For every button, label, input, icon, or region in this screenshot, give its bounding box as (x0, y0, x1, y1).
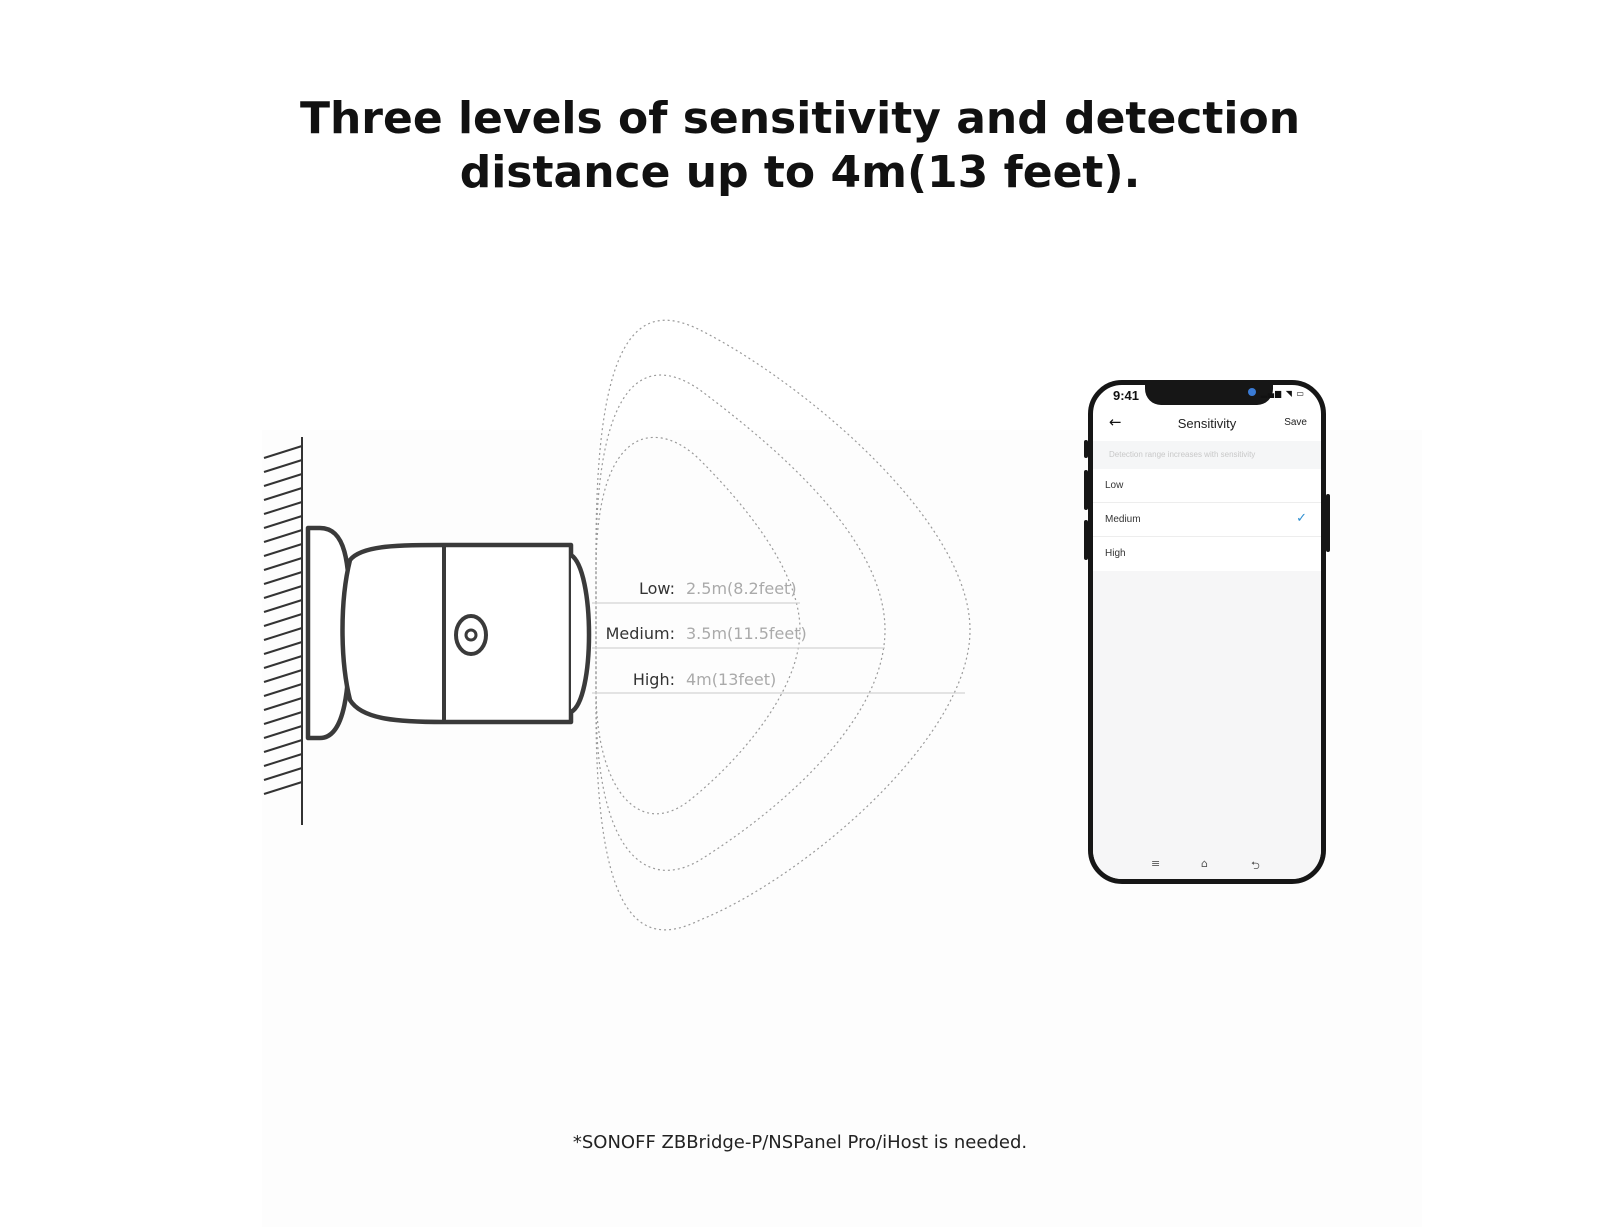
level-medium-name: Medium: (606, 624, 675, 643)
phone-notch (1145, 385, 1273, 405)
option-medium[interactable]: Medium ✓ (1093, 503, 1321, 537)
wave-medium (595, 374, 886, 871)
wall-hatch-line (263, 767, 303, 781)
wall-hatch-line (263, 571, 303, 585)
wall-hatch-line (263, 725, 303, 739)
return-icon[interactable]: ⮌ (1251, 859, 1260, 872)
option-label: Medium (1105, 514, 1141, 525)
sensor-lens-dome (569, 553, 592, 715)
screen-empty-area (1093, 571, 1321, 851)
phone-side-button-left-3 (1084, 520, 1088, 560)
wall-hatch-line (263, 473, 303, 487)
sensitivity-hint: Detection range increases with sensitivi… (1093, 441, 1321, 469)
wall-hatch-line (263, 655, 303, 669)
wall-hatch-line (263, 739, 303, 753)
wall-hatch-line (263, 459, 303, 473)
wall-hatch-line (263, 711, 303, 725)
sensitivity-options: Low Medium ✓ High (1093, 469, 1321, 571)
motion-sensor-device (305, 525, 592, 741)
wall-hatch-line (263, 641, 303, 655)
wall-hatch-line (263, 599, 303, 613)
bottom-nav-bar: ≡ ⌂ ⮌ (1093, 851, 1321, 879)
wall-hatch-line (263, 585, 303, 599)
phone-mockup: 9:41 ▂▄▆ ◥ ▭ ← Sensitivity Save Detectio… (1088, 380, 1326, 884)
level-medium-distance: 3.5m(11.5feet) (686, 624, 807, 643)
wall-hatch-line (263, 543, 303, 557)
option-label: Low (1105, 480, 1124, 491)
option-low[interactable]: Low (1093, 469, 1321, 503)
wall-hatch-line (263, 613, 303, 627)
level-low-distance: 2.5m(8.2feet) (686, 579, 797, 598)
status-icons: ▂▄▆ ◥ ▭ (1260, 389, 1305, 398)
option-high[interactable]: High (1093, 537, 1321, 571)
page-headline: Three levels of sensitivity and detectio… (0, 92, 1600, 200)
option-label: High (1105, 548, 1126, 559)
save-button[interactable]: Save (1284, 417, 1307, 428)
wall-hatch-line (263, 529, 303, 543)
headline-line-1: Three levels of sensitivity and detectio… (299, 93, 1301, 144)
menu-icon[interactable]: ≡ (1151, 857, 1161, 870)
phone-side-button-right (1326, 494, 1330, 552)
front-camera-icon (1248, 388, 1256, 396)
wall-hatch-line (263, 669, 303, 683)
check-icon: ✓ (1296, 511, 1307, 526)
level-low-name: Low: (639, 579, 675, 598)
level-high-name: High: (633, 670, 675, 689)
back-arrow-icon[interactable]: ← (1109, 413, 1122, 431)
wall-hatch-line (263, 627, 303, 641)
phone-side-button-left-2 (1084, 470, 1088, 510)
app-nav-bar: ← Sensitivity Save (1093, 407, 1321, 441)
wave-high (595, 319, 971, 931)
wall-hatch-line (263, 501, 303, 515)
level-high-distance: 4m(13feet) (686, 670, 776, 689)
wall-hatch-line (263, 753, 303, 767)
wall-hatch-line (263, 487, 303, 501)
home-icon[interactable]: ⌂ (1201, 857, 1208, 870)
wall-hatch-line (263, 515, 303, 529)
wall-hatch-line (263, 781, 303, 795)
status-time: 9:41 (1113, 388, 1140, 403)
footnote: *SONOFF ZBBridge-P/NSPanel Pro/iHost is … (572, 1132, 1028, 1153)
wall-hatching (263, 437, 303, 825)
wall-hatch-line (263, 557, 303, 571)
wave-low (595, 436, 801, 815)
headline-line-2: distance up to 4m(13 feet). (459, 147, 1141, 198)
wall-hatch-line (263, 697, 303, 711)
screen-title: Sensitivity (1177, 416, 1237, 431)
wall-hatch-line (263, 683, 303, 697)
phone-side-button-left-1 (1084, 440, 1088, 458)
wall-hatch-line (263, 445, 303, 459)
